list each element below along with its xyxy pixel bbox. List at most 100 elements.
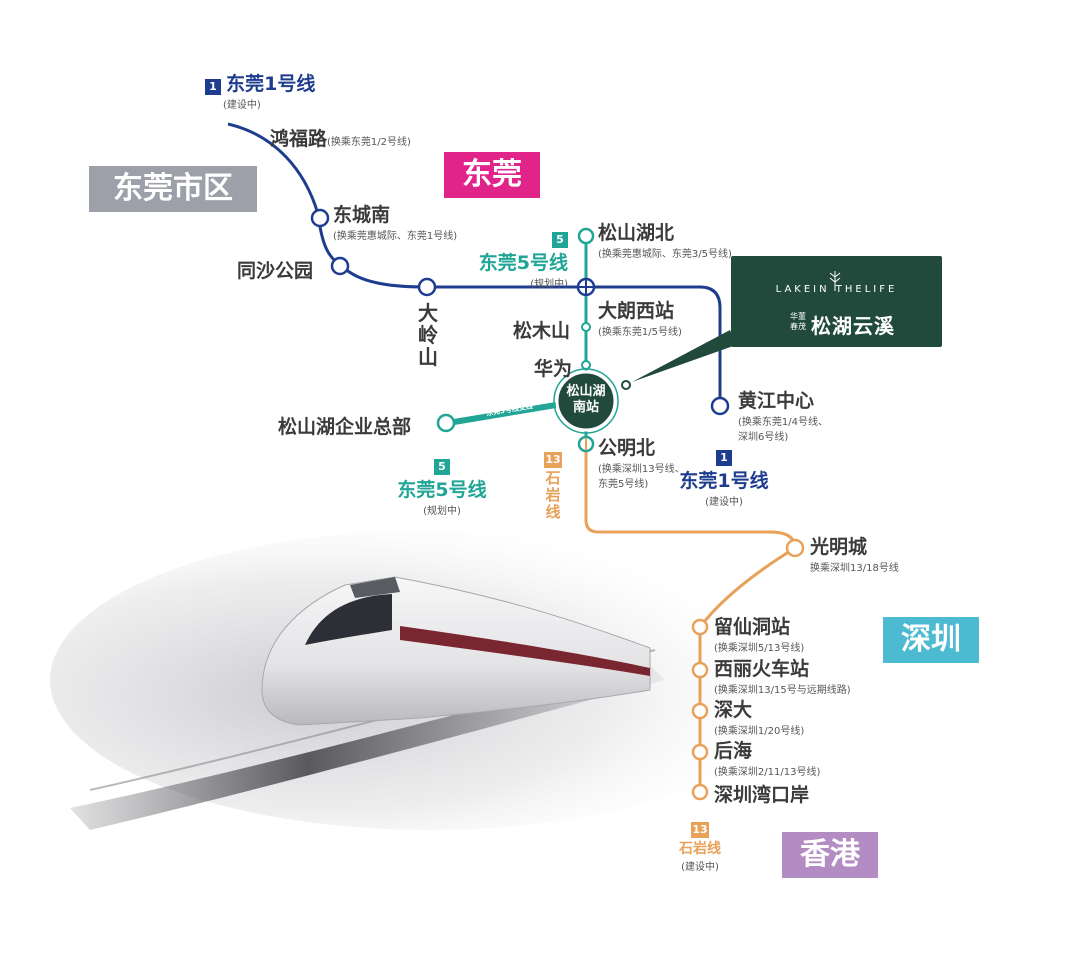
station-songshanhubei-name: 松山湖北 [598,222,675,244]
hub-label-line1: 松山湖 [566,384,606,399]
hub-label: 松山湖 南站 [557,384,615,416]
station-gongmingbei-transfer2: 东莞5号线) [598,479,649,490]
station-huangjiang-marker [710,396,730,416]
region-shenzhen: 深圳 [883,617,979,663]
station-songmushan-name: 松木山 [513,320,571,342]
station-enterprise-name: 松山湖企业总部 [278,416,412,438]
brand-developer-line1: 华董 [790,312,806,321]
station-liuxiandong-transfer: (换乘深圳5/13号线) [714,643,805,654]
station-huangjiang-transfer2: 深圳6号线) [738,432,789,443]
station-xili: 西丽火车站 (换乘深圳13/15号与远期线路) [714,654,851,696]
station-gongmingbei: 公明北 (换乘深圳13号线、 东莞5号线) [598,433,685,490]
hub-songshanhu-south-marker [555,370,617,432]
station-huangjiang: 黄江中心 (换乘东莞1/4号线、 深圳6号线) [738,386,828,443]
station-huangjiang-transfer1: (换乘东莞1/4号线、 [738,417,828,428]
station-liuxiandong: 留仙洞站 (换乘深圳5/13号线) [714,612,804,654]
station-xili-transfer: (换乘深圳13/15号与远期线路) [714,685,851,696]
brand-project-name: 松湖云溪 [811,314,895,338]
line1-note: (建设中) [223,100,261,111]
station-daling-marker [417,277,437,297]
region-dongguan-city: 东莞市区 [89,166,257,212]
line5-name-bottom: 东莞5号线 [397,479,487,501]
brand-pointer [632,330,736,382]
brand-box: LAKEIN THELIFE 华董 春茂 松湖云溪 [731,256,942,347]
line5-label-bottom: 5 东莞5号线 (规划中) [392,455,492,517]
station-songshanhubei-transfer: (换乘莞惠城际、东莞3/5号线) [598,249,732,260]
shiyan-badge-mid: 13 [544,452,562,468]
station-xili-name: 西丽火车站 [714,658,810,680]
station-houhai: 后海 (换乘深圳2/11/13号线) [714,736,820,778]
station-wankou-marker [691,783,709,801]
brand-logo-mark: 华董 春茂 [783,312,813,332]
station-guangmingcheng-name: 光明城 [810,536,868,558]
station-hongfulu-transfer: (换乘东莞1/2号线) [327,137,411,148]
region-dongguan: 东莞 [444,152,540,198]
shiyan-note-bottom: (建设中) [681,862,719,873]
line1-name-right: 东莞1号线 [679,470,769,492]
shiyan-line-label-mid: 13 石岩线 [538,448,568,521]
interchange-cross-icon [579,280,593,294]
station-wankou-name: 深圳湾口岸 [714,784,810,806]
station-houhai-transfer: (换乘深圳2/11/13号线) [714,767,821,778]
line5-badge: 5 [552,232,568,248]
station-liuxiandong-name: 留仙洞站 [714,616,791,638]
shiyan-name-bottom: 石岩线 [679,841,721,857]
station-daling-name: 大岭山 [418,301,438,369]
line5-note-bottom: (规划中) [423,506,461,517]
line5-name: 东莞5号线 [478,252,568,274]
station-dalangxi-name: 大朗西站 [598,300,675,322]
station-hongfulu-name: 鸿福路 [270,128,328,150]
station-songshanhubei: 松山湖北 (换乘莞惠城际、东莞3/5号线) [598,218,732,260]
station-dalangxi: 大朗西站 (换乘东莞1/5号线) [598,296,682,338]
brand-tree-icon [829,271,841,291]
shiyan-name-mid: 石岩线 [545,469,561,521]
line1-badge: 1 [205,79,221,95]
station-tongsha-marker [330,256,350,276]
station-guangmingcheng-transfer: 换乘深圳13/18号线 [810,563,899,574]
station-shenda-name: 深大 [714,699,753,721]
line1-note-right: (建设中) [705,497,743,508]
station-shenda: 深大 (换乘深圳1/20号线) [714,695,804,737]
station-houhai-name: 后海 [714,740,753,762]
station-guangmingcheng-marker [785,538,805,558]
station-dongchengnan-marker [310,208,330,228]
shiyan-line-label-bottom: 13 石岩线 (建设中) [674,818,726,873]
station-gongmingbei-name: 公明北 [598,437,656,459]
station-dongchengnan-transfer: (换乘莞惠城际、东莞1号线) [333,231,458,242]
station-songmushan-marker [581,322,591,332]
station-enterprise-marker [436,413,456,433]
line5-note: (规划中) [530,279,568,290]
line1-label-top: 1 东莞1号线 (建设中) [205,69,315,111]
train-stripe [400,626,650,676]
station-huangjiang-name: 黄江中心 [738,390,815,412]
train-window [305,594,392,645]
line1-label-right: 1 东莞1号线 (建设中) [672,446,776,508]
line1-badge-right: 1 [716,450,732,466]
station-dongchengnan: 东城南 (换乘莞惠城际、东莞1号线) [333,200,457,242]
station-guangmingcheng: 光明城 换乘深圳13/18号线 [810,532,899,574]
station-shenda-transfer: (换乘深圳1/20号线) [714,726,805,737]
line5-badge-bottom: 5 [434,459,450,475]
line1-name: 东莞1号线 [226,73,316,95]
shiyan-badge-bottom: 13 [691,822,709,838]
line5-label-top: 5 东莞5号线 (规划中) [468,228,568,290]
station-shenda-marker [691,702,709,720]
region-hongkong: 香港 [782,832,878,878]
station-dalangxi-transfer: (换乘东莞1/5号线) [598,327,682,338]
station-huawei-marker [581,360,591,370]
station-songshanhubei-marker [577,227,595,245]
station-gongmingbei-transfer1: (换乘深圳13号线、 [598,464,685,475]
project-location-marker [621,380,631,390]
station-liuxiandong-marker [691,618,709,636]
station-tongsha-name: 同沙公园 [237,260,314,282]
station-hongfulu: 鸿福路(换乘东莞1/2号线) [270,124,411,151]
dongguan-line5-branch-route [447,401,563,426]
train-illustration [50,530,810,830]
station-huawei-name: 华为 [534,358,573,380]
brand-developer-line2: 春茂 [790,322,806,331]
hub-label-line2: 南站 [572,400,599,415]
station-houhai-marker [691,743,709,761]
station-dongchengnan-name: 东城南 [333,204,391,226]
station-xili-marker [691,661,709,679]
